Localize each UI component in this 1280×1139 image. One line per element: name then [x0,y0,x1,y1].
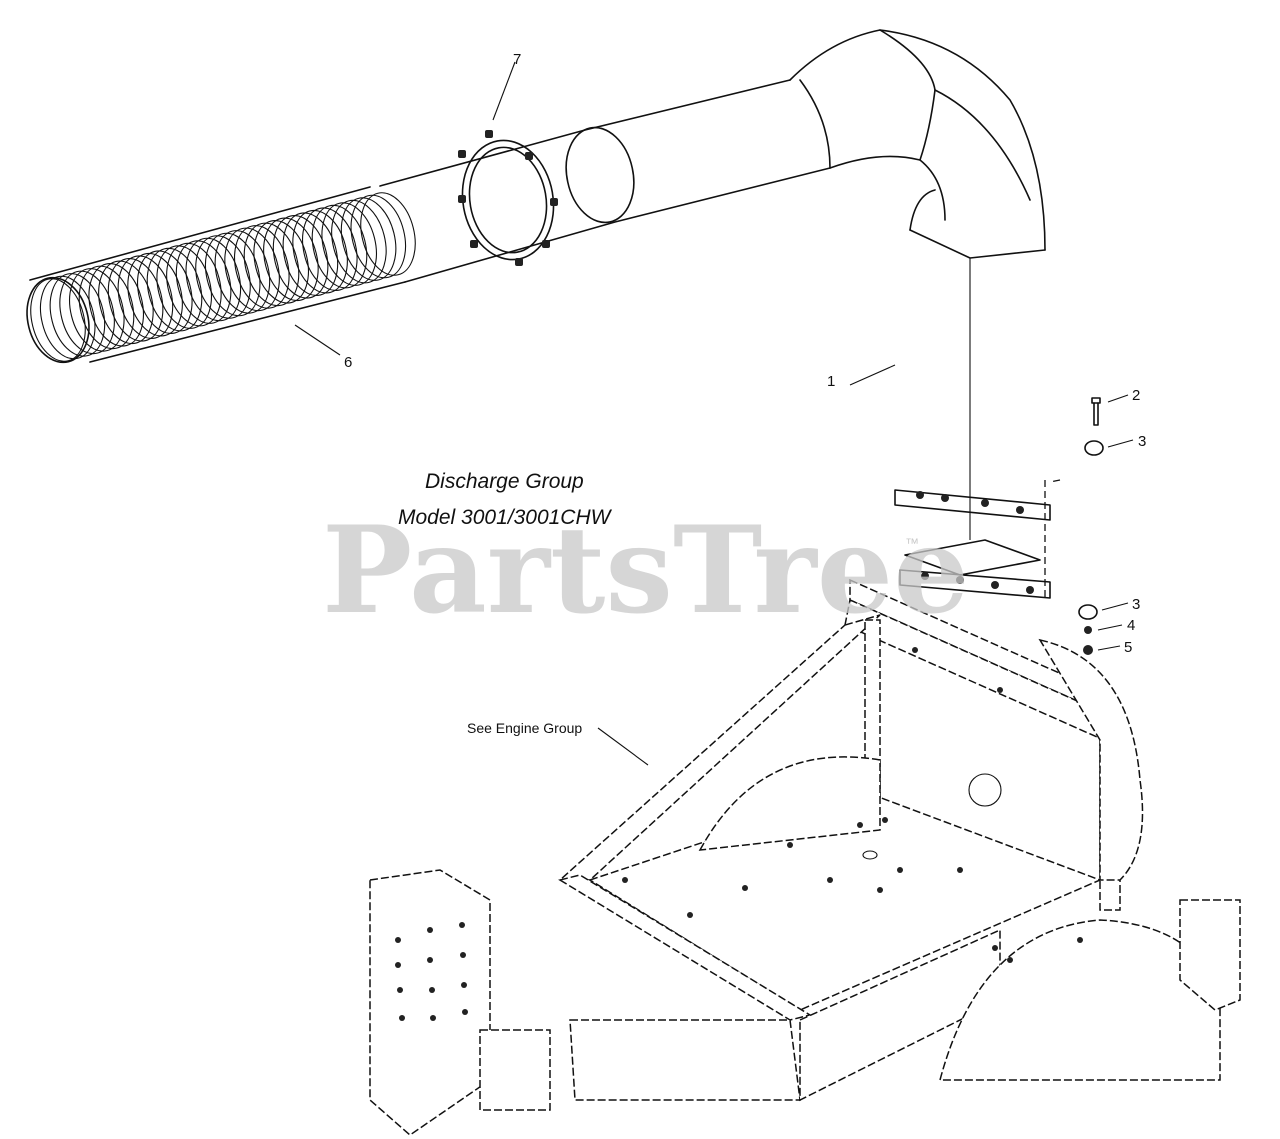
diagram-title: Discharge Group [425,470,584,493]
hose-corrugation [117,255,174,339]
band-clamp [458,130,558,266]
hose-corrugation [224,227,280,312]
leader-lines [294,61,1134,766]
callout-6: 6 [344,354,352,371]
hose-corrugation [340,197,397,281]
mounting-plates [894,479,1061,600]
hose-corrugation [39,275,96,360]
hose-corrugation [321,202,377,286]
hose-corrugation [311,204,368,289]
hose-corrugation [88,263,144,347]
hose-corrugation [350,194,407,279]
hose-corrugation [156,245,212,329]
hose-corrugation [204,232,261,317]
hose-corrugation [243,222,300,307]
hose-corrugation [98,260,154,345]
callout-1: 1 [827,373,835,390]
hose-corrugation [292,209,348,294]
hardware-bolt [1078,397,1104,655]
hose-corrugation [146,247,203,332]
callout-7: 7 [513,51,521,68]
chassis-frame [369,578,1241,1136]
hose-corrugation [166,242,222,327]
hose-corrugation [302,207,358,291]
callout-3-upper: 3 [1138,433,1146,450]
hose-corrugation [195,235,251,319]
hose-corrugation [59,270,115,355]
hose-corrugation [107,258,164,342]
hose-corrugation [214,230,271,314]
hose-corrugation [185,237,242,322]
hose-corrugation [282,212,339,296]
hose-corrugation [360,192,416,276]
hose-corrugation [137,250,193,334]
flex-hose [26,186,416,364]
watermark-trademark: ™ [905,535,919,551]
diagram-subtitle: Model 3001/3001CHW [398,506,613,529]
hose-corrugation [30,278,86,362]
hose-corrugation [127,252,183,337]
hose-corrugation [253,220,309,304]
callout-5: 5 [1124,639,1132,656]
callout-3-lower: 3 [1132,596,1140,613]
hose-corrugation [49,273,106,357]
hose-corrugation [263,217,319,302]
hose-corrugation [175,240,232,324]
engine-group-note: See Engine Group [467,720,582,736]
discharge-chute [379,29,1046,540]
watermark-text: PartsTree [322,500,969,641]
hose-corrugation [78,265,135,350]
callout-2: 2 [1132,387,1140,404]
hose-corrugation [69,268,125,352]
hose-corrugation [234,225,290,309]
hose-corrugation [272,215,329,299]
hose-corrugation [331,199,387,284]
callout-4: 4 [1127,617,1135,634]
